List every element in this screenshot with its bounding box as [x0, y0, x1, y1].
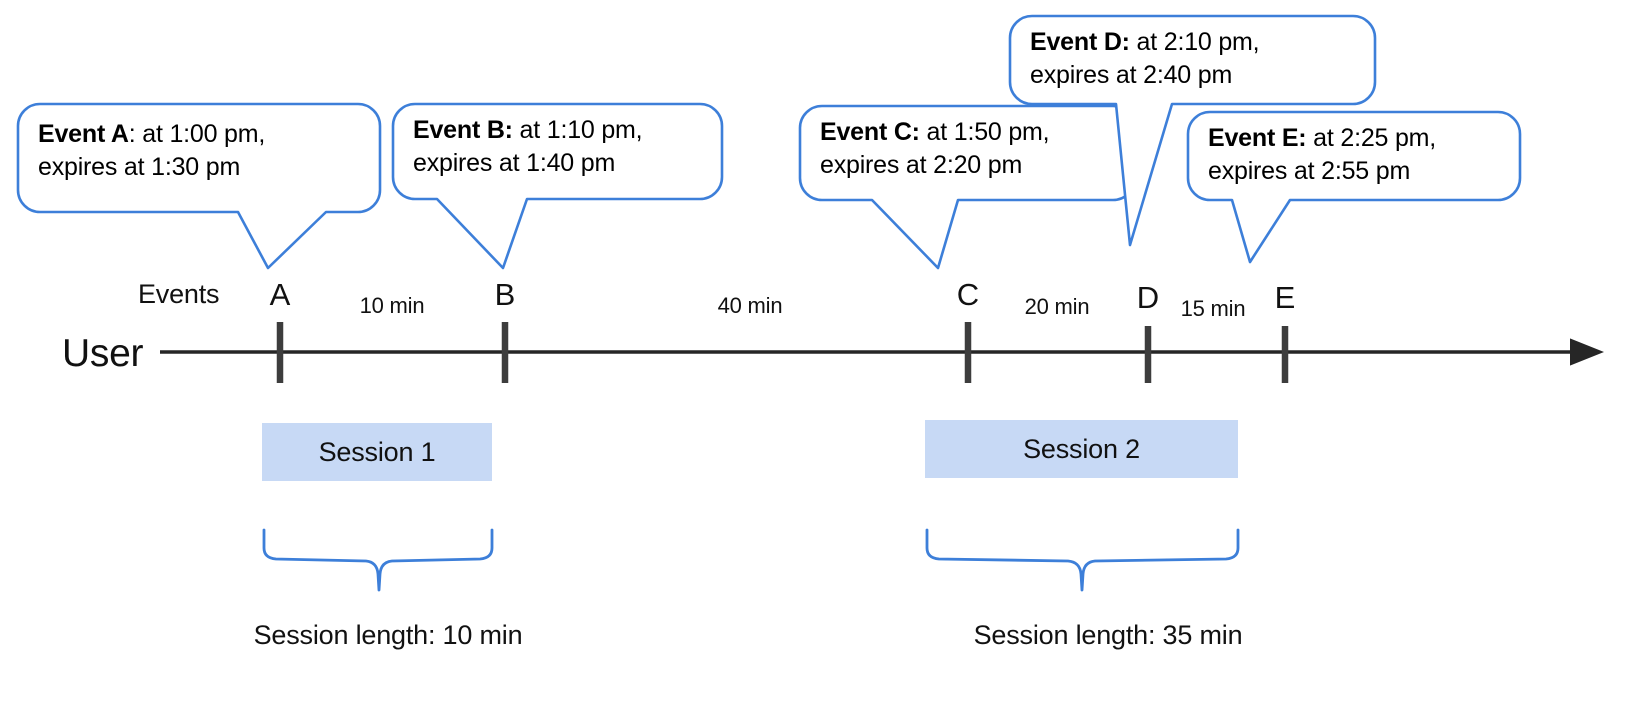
callout-event-b: Event B: at 1:10 pm, expires at 1:40 pm [393, 104, 722, 199]
session-1-length-label: Session length: 10 min [253, 620, 523, 650]
callout-e-line1: at 2:25 pm, [1306, 124, 1437, 152]
callout-event-a: Event A: at 1:00 pm, expires at 1:30 pm [18, 104, 380, 212]
event-label-e: E [1274, 280, 1296, 315]
callout-c-line2: expires at 2:20 pm [820, 151, 1023, 179]
callout-e-outline [1186, 110, 1522, 264]
callout-a-sep: : [128, 120, 136, 148]
callout-d-title: Event D: [1030, 28, 1130, 56]
user-row-label: User [62, 332, 144, 375]
session-1-brace [262, 528, 494, 592]
callout-event-c: Event C: at 1:50 pm, expires at 2:20 pm [800, 106, 1135, 200]
event-label-a: A [269, 277, 291, 312]
callout-c-line1: at 1:50 pm, [919, 118, 1050, 146]
callout-a-line2: expires at 1:30 pm [38, 153, 241, 181]
callout-b-line1: at 1:10 pm, [512, 116, 643, 144]
callout-d-line2: expires at 2:40 pm [1030, 61, 1233, 89]
session-2-length-label: Session length: 35 min [973, 620, 1243, 650]
callout-a-line1: at 1:00 pm, [135, 120, 266, 148]
interval-label-a-b: 10 min [359, 293, 425, 318]
callout-b-outline [391, 102, 724, 270]
event-label-c: C [956, 277, 980, 312]
callout-b-line2: expires at 1:40 pm [413, 149, 616, 177]
callout-c-title: Event C: [820, 118, 920, 146]
session-1-box: Session 1 [262, 423, 492, 481]
event-label-d: D [1136, 280, 1160, 315]
callout-d-line1: at 2:10 pm, [1129, 28, 1260, 56]
callout-b-title: Event B: [413, 116, 513, 144]
callout-event-d: Event D: at 2:10 pm, expires at 2:40 pm [1010, 16, 1375, 104]
callout-e-line2: expires at 2:55 pm [1208, 157, 1411, 185]
interval-label-d-e: 15 min [1180, 296, 1246, 321]
session-2-box: Session 2 [925, 420, 1238, 478]
session-2-brace [925, 528, 1240, 592]
callout-d-outline [1008, 14, 1377, 247]
interval-label-b-c: 40 min [717, 293, 783, 318]
callout-e-title: Event E: [1208, 124, 1307, 152]
event-label-b: B [494, 277, 516, 312]
events-row-label: Events [138, 279, 220, 309]
interval-label-c-d: 20 min [1024, 294, 1090, 319]
callout-event-e: Event E: at 2:25 pm, expires at 2:55 pm [1188, 112, 1520, 200]
callout-a-outline [16, 102, 382, 270]
callout-a-title: Event A [38, 120, 129, 148]
